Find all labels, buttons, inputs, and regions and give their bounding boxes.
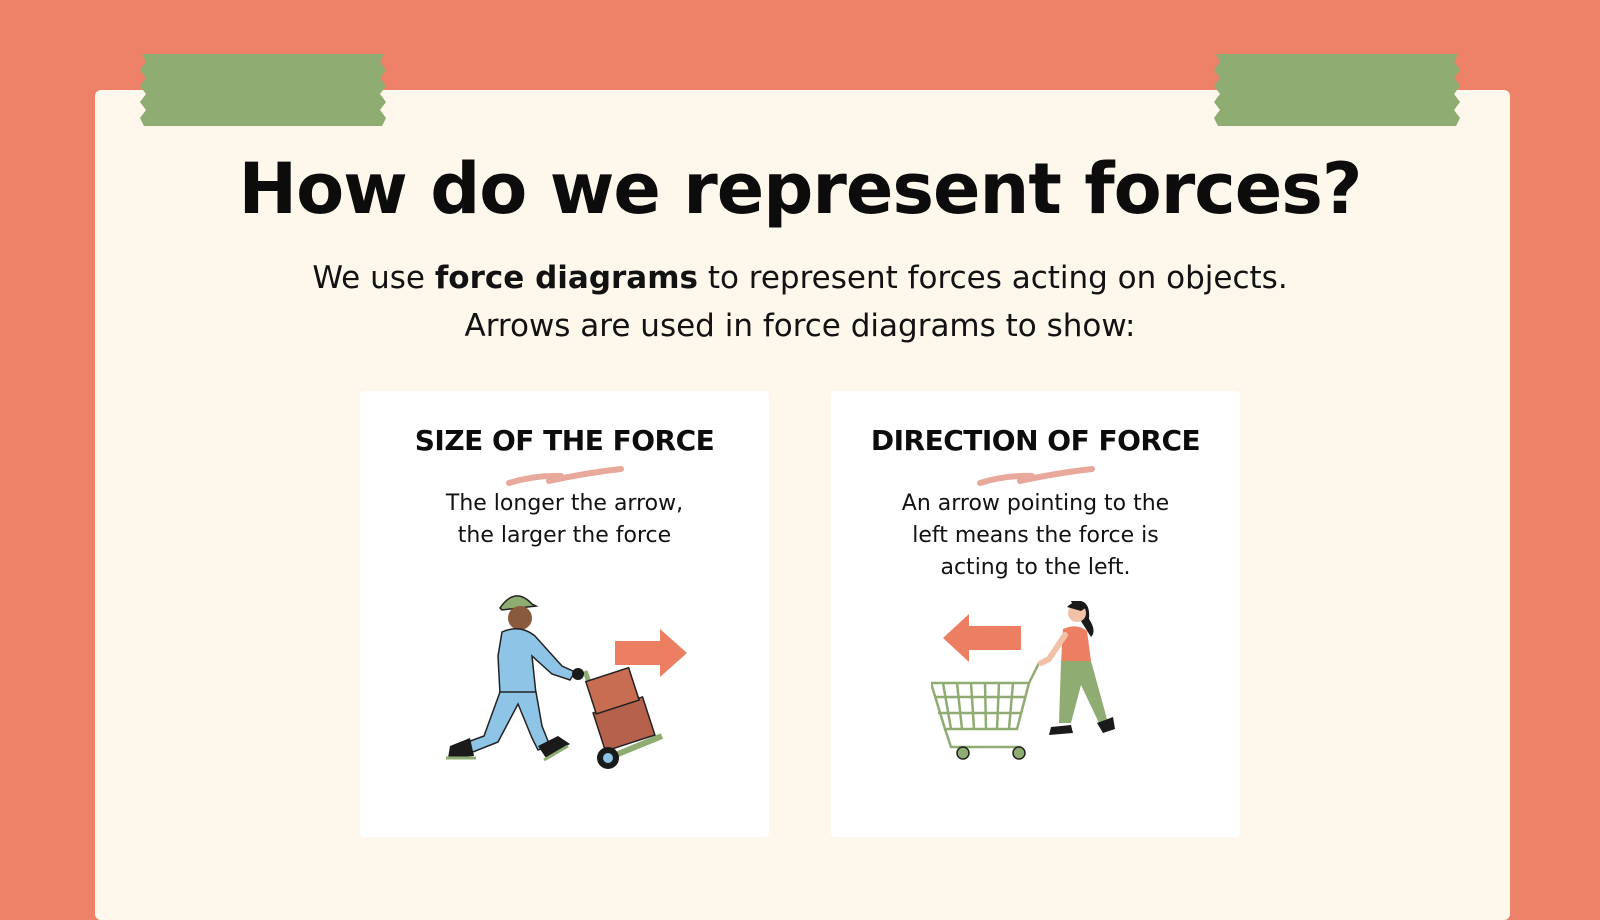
intro-keyword: force diagrams bbox=[434, 260, 698, 296]
squiggle-icon bbox=[506, 466, 624, 486]
card-description: The longer the arrow, the larger the for… bbox=[380, 488, 749, 552]
left-arrow-icon bbox=[943, 614, 1021, 662]
intro-line-1-end: to represent forces acting on objects. bbox=[697, 260, 1288, 296]
intro-line-1-start: We use bbox=[312, 260, 435, 296]
intro-text: We use force diagrams to represent force… bbox=[0, 254, 1600, 350]
card-text-line-3: acting to the left. bbox=[940, 555, 1131, 580]
card-text-line-2: the larger the force bbox=[457, 523, 672, 548]
card-heading: SIZE OF THE FORCE bbox=[414, 424, 715, 457]
tape-left-icon bbox=[140, 54, 386, 126]
tape-right-icon bbox=[1214, 54, 1460, 126]
squiggle-icon bbox=[977, 466, 1095, 486]
intro-line-2: Arrows are used in force diagrams to sho… bbox=[464, 308, 1136, 344]
card-description: An arrow pointing to the left means the … bbox=[851, 488, 1220, 584]
right-arrow-icon bbox=[615, 629, 687, 677]
intro-line-1: We use force diagrams to represent force… bbox=[0, 254, 1600, 302]
paper-panel bbox=[95, 90, 1510, 920]
worker-pushing-dolly-icon bbox=[446, 595, 687, 769]
card-size-of-force: SIZE OF THE FORCE The longer the arrow, … bbox=[360, 391, 769, 837]
woman-pushing-cart-icon bbox=[931, 601, 1115, 760]
card-text-line-1: The longer the arrow, bbox=[445, 491, 684, 516]
card-direction-of-force: DIRECTION OF FORCE An arrow pointing to … bbox=[831, 391, 1240, 837]
card-heading: DIRECTION OF FORCE bbox=[870, 424, 1201, 457]
page-title: How do we represent forces? bbox=[238, 148, 1362, 230]
card-text-line-1: An arrow pointing to the bbox=[901, 491, 1170, 516]
card-text-line-2: left means the force is bbox=[912, 523, 1159, 548]
